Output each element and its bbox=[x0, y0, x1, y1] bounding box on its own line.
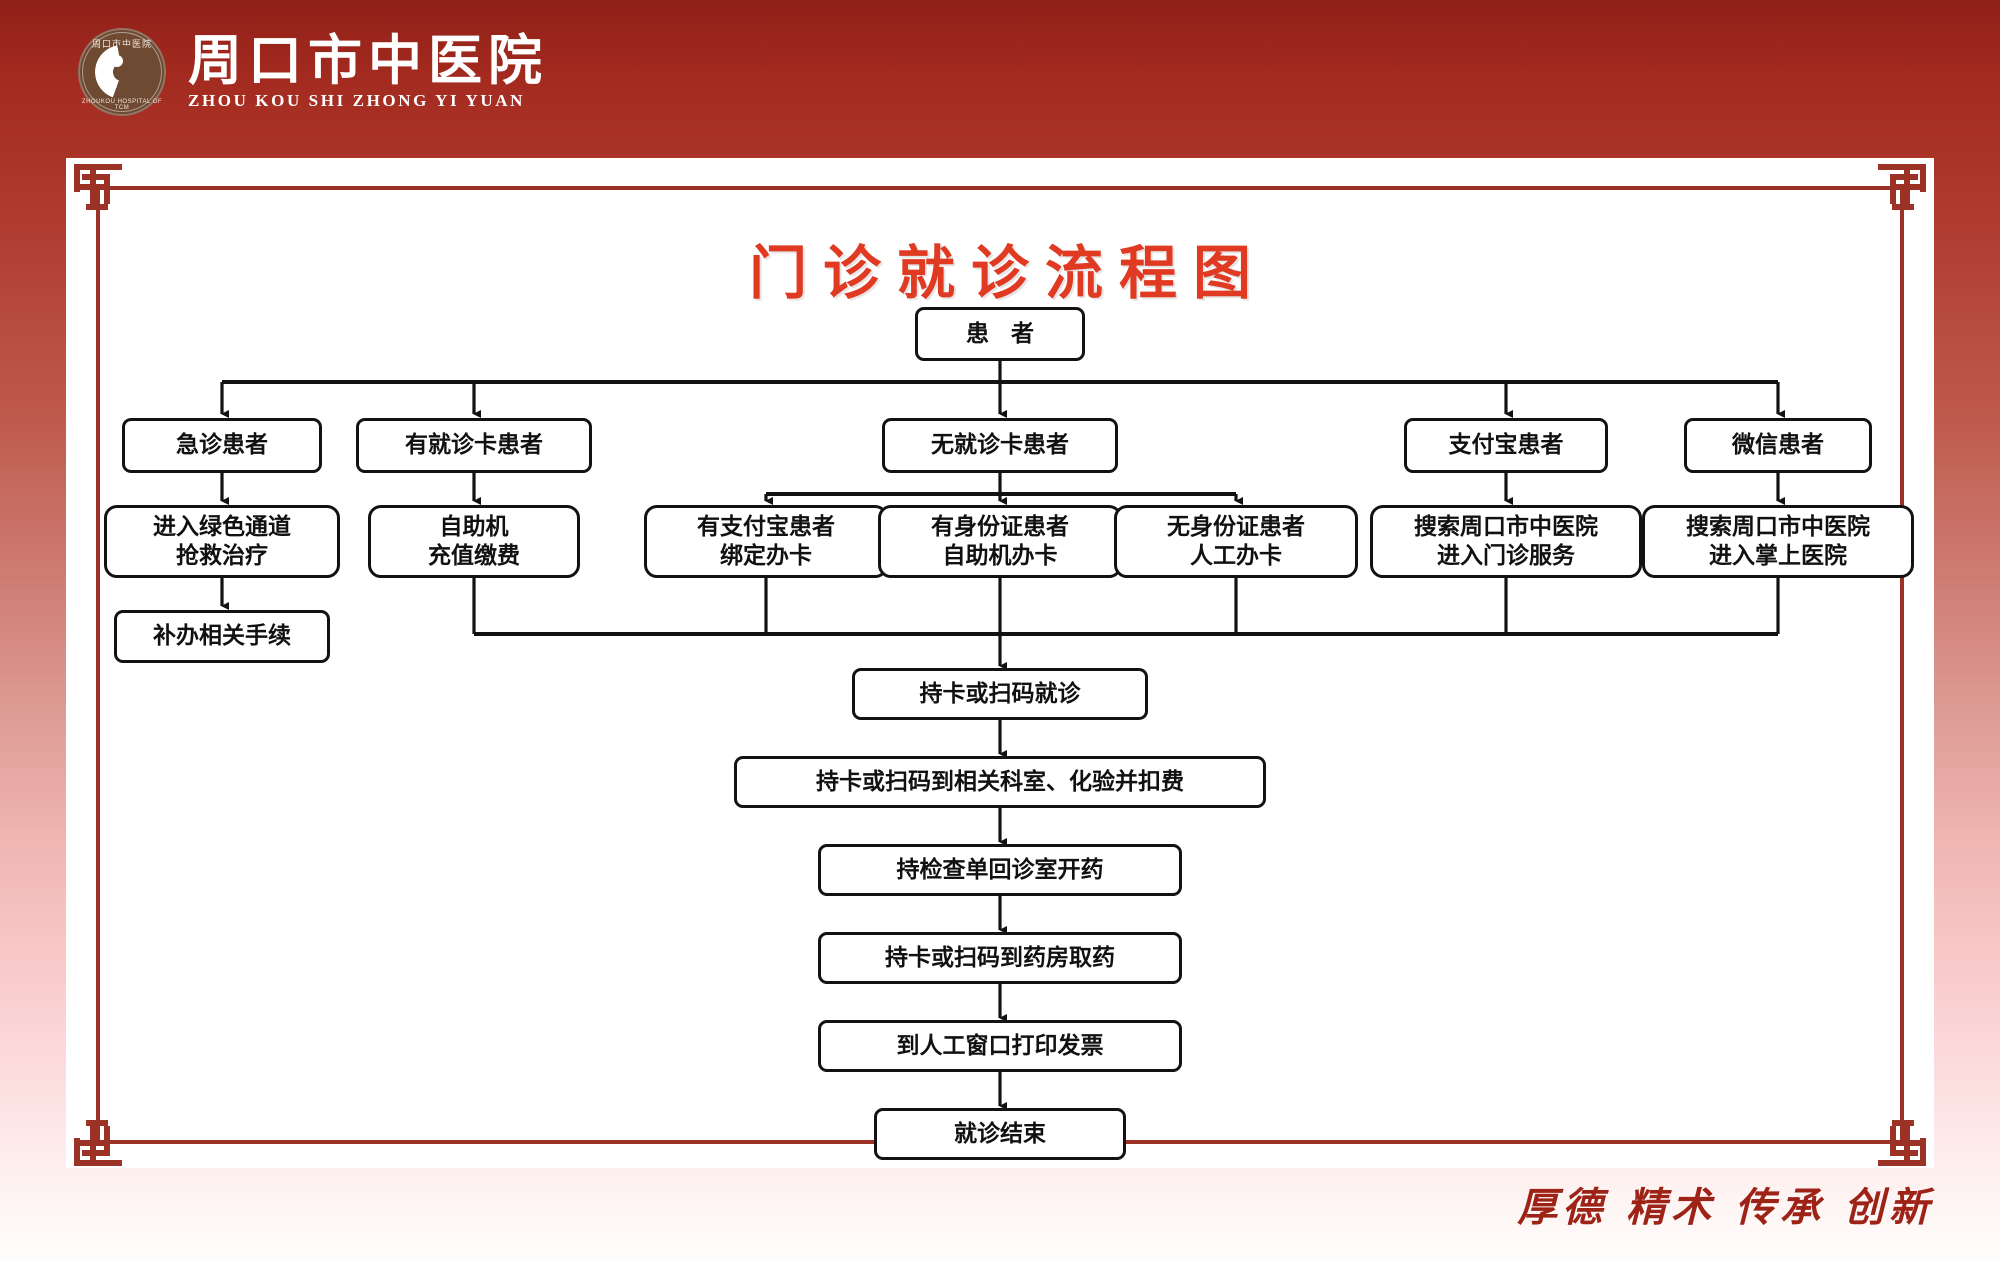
flow-node-label: 持卡或扫码到药房取药 bbox=[885, 944, 1115, 971]
flow-node-trunk-return-for-prescription[interactable]: 持检查单回诊室开药 bbox=[818, 844, 1182, 896]
hospital-name-cn: 周口市中医院 bbox=[188, 28, 548, 92]
flow-node-emergency-patient[interactable]: 急诊患者 bbox=[122, 418, 322, 473]
flow-node-alipay-bind-card[interactable]: 有支付宝患者 绑定办卡 bbox=[644, 505, 888, 578]
flow-node-trunk-print-invoice[interactable]: 到人工窗口打印发票 bbox=[818, 1020, 1182, 1072]
flow-node-no-card-patient[interactable]: 无就诊卡患者 bbox=[882, 418, 1118, 473]
flow-node-alipay-patient[interactable]: 支付宝患者 bbox=[1404, 418, 1608, 473]
swirl-dot-light bbox=[111, 55, 123, 67]
flow-node-label: 患 者 bbox=[965, 320, 1041, 347]
flow-node-trunk-visit-with-card[interactable]: 持卡或扫码就诊 bbox=[852, 668, 1148, 720]
flowchart: 患 者 急诊患者 有就诊卡患者 无就诊卡患者 支付宝患者 微信患者 进入绿色通道… bbox=[66, 158, 1934, 1168]
flow-node-label: 持检查单回诊室开药 bbox=[896, 856, 1104, 883]
flow-node-label: 无就诊卡患者 bbox=[931, 432, 1069, 459]
corner-ornament-top-left-icon bbox=[74, 164, 122, 212]
flow-node-trunk-pharmacy-pickup[interactable]: 持卡或扫码到药房取药 bbox=[818, 932, 1182, 984]
flow-node-label-line2: 进入掌上医院 bbox=[1709, 542, 1847, 569]
flow-node-id-card-self-service[interactable]: 有身份证患者 自助机办卡 bbox=[878, 505, 1122, 578]
flow-node-label: 补办相关手续 bbox=[153, 623, 291, 650]
flow-node-trunk-department-lab-fee[interactable]: 持卡或扫码到相关科室、化验并扣费 bbox=[734, 756, 1266, 808]
hospital-name-en: ZHOU KOU SHI ZHONG YI YUAN bbox=[188, 91, 525, 111]
flow-node-no-id-manual-card[interactable]: 无身份证患者 人工办卡 bbox=[1114, 505, 1358, 578]
flow-node-label: 微信患者 bbox=[1732, 432, 1824, 459]
flow-node-search-outpatient-service[interactable]: 搜索周口市中医院 进入门诊服务 bbox=[1370, 505, 1642, 578]
flow-node-label-line2: 绑定办卡 bbox=[720, 542, 812, 569]
hospital-slogan: 厚德 精术 传承 创新 bbox=[1517, 1184, 1934, 1231]
flow-connectors bbox=[220, 361, 1785, 1110]
flow-node-label-line2: 进入门诊服务 bbox=[1437, 542, 1575, 569]
flow-node-supplement-formalities[interactable]: 补办相关手续 bbox=[114, 610, 330, 663]
flow-node-label-line1: 无身份证患者 bbox=[1167, 514, 1305, 541]
flow-node-root[interactable]: 患 者 bbox=[915, 307, 1085, 361]
flow-node-label-line1: 进入绿色通道 bbox=[153, 514, 291, 541]
flow-node-self-service-recharge[interactable]: 自助机 充值缴费 bbox=[368, 505, 580, 578]
flow-node-label-line1: 搜索周口市中医院 bbox=[1414, 514, 1598, 541]
flow-node-label: 支付宝患者 bbox=[1448, 432, 1564, 459]
whiteboard-panel: 门诊就诊流程图 bbox=[66, 158, 1934, 1168]
swirl-dot-dark bbox=[121, 74, 133, 86]
seal-ring bbox=[82, 32, 162, 112]
page-title: 门诊就诊流程图 bbox=[748, 239, 1267, 307]
flow-node-label: 到人工窗口打印发票 bbox=[896, 1032, 1104, 1059]
flow-node-label-line2: 充值缴费 bbox=[428, 542, 520, 569]
flow-node-label: 就诊结束 bbox=[954, 1120, 1046, 1147]
seal-bottom-text: ZHOUKOU HOSPITAL OF TCM bbox=[81, 99, 163, 111]
flow-node-label-line1: 有支付宝患者 bbox=[697, 514, 835, 541]
flow-node-label-line1: 搜索周口市中医院 bbox=[1686, 514, 1870, 541]
flow-node-label-line2: 人工办卡 bbox=[1190, 542, 1282, 569]
flow-node-label: 持卡或扫码就诊 bbox=[919, 680, 1081, 707]
flow-node-label: 急诊患者 bbox=[176, 432, 268, 459]
flow-node-label-line1: 有身份证患者 bbox=[931, 514, 1069, 541]
hospital-logo-seal-icon: 周口市中医院 ZHOUKOU HOSPITAL OF TCM bbox=[78, 28, 166, 116]
flow-node-has-card-patient[interactable]: 有就诊卡患者 bbox=[356, 418, 592, 473]
flow-node-search-palm-hospital[interactable]: 搜索周口市中医院 进入掌上医院 bbox=[1642, 505, 1914, 578]
flow-node-wechat-patient[interactable]: 微信患者 bbox=[1684, 418, 1872, 473]
page-header: 周口市中医院 ZHOUKOU HOSPITAL OF TCM 周口市中医院 ZH… bbox=[78, 22, 548, 122]
flow-node-label-line2: 自助机办卡 bbox=[942, 542, 1058, 569]
flow-node-label: 有就诊卡患者 bbox=[405, 432, 543, 459]
flow-node-trunk-visit-end[interactable]: 就诊结束 bbox=[874, 1108, 1126, 1160]
flow-node-green-channel[interactable]: 进入绿色通道 抢救治疗 bbox=[104, 505, 340, 578]
flow-node-label: 持卡或扫码到相关科室、化验并扣费 bbox=[816, 768, 1184, 795]
yin-yang-swirl-icon bbox=[95, 45, 149, 99]
flow-node-label-line1: 自助机 bbox=[439, 514, 509, 541]
brand-block: 周口市中医院 ZHOU KOU SHI ZHONG YI YUAN bbox=[188, 28, 548, 112]
flow-node-label-line2: 抢救治疗 bbox=[176, 542, 268, 569]
